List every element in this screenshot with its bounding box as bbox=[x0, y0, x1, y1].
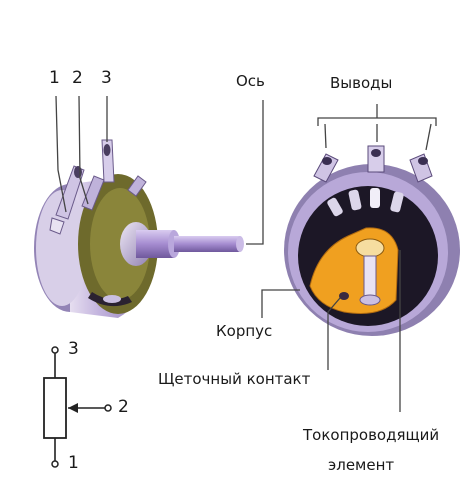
wiper-slot bbox=[355, 238, 385, 258]
brush-contact-point bbox=[339, 292, 349, 300]
schematic-resistor-body bbox=[43, 377, 67, 439]
bracket-leg-3 bbox=[425, 123, 432, 151]
potentiometer-side-view bbox=[34, 139, 244, 318]
rivet bbox=[103, 295, 121, 303]
leader-housing bbox=[261, 289, 300, 318]
leader-axis bbox=[246, 100, 264, 245]
schematic-pin-1-label: 1 bbox=[68, 453, 79, 473]
schematic-node-2 bbox=[104, 404, 112, 412]
wiper-rivet bbox=[359, 294, 381, 306]
terminals-label: Выводы bbox=[330, 74, 393, 92]
pin-3-label: 3 bbox=[101, 68, 112, 88]
brush-contact-label: Щеточный контакт bbox=[158, 370, 311, 388]
track-windows bbox=[327, 188, 404, 217]
potentiometer-front-view bbox=[284, 145, 460, 336]
leader-pin-1 bbox=[55, 95, 67, 213]
schematic-pin-3-label: 3 bbox=[68, 339, 79, 359]
side-terminal-tab bbox=[49, 217, 65, 235]
terminals-bracket bbox=[317, 104, 437, 151]
front-terminal-3 bbox=[409, 153, 433, 183]
pin-leader-lines bbox=[55, 95, 264, 245]
leader-brush bbox=[327, 297, 341, 370]
schematic-symbol bbox=[43, 346, 112, 468]
can-face-highlight bbox=[36, 190, 88, 306]
conductive-element-label-line1: Токопроводящий bbox=[303, 426, 440, 444]
wiper-arm bbox=[363, 255, 377, 301]
axis-label: Ось bbox=[236, 72, 265, 90]
schematic-pin-2-label: 2 bbox=[118, 397, 129, 417]
label-leader-lines bbox=[261, 250, 401, 412]
side-terminal-3 bbox=[101, 139, 147, 197]
shaft bbox=[174, 236, 240, 252]
front-terminal-2 bbox=[367, 145, 385, 173]
schematic-node-1 bbox=[51, 460, 59, 468]
pin-1-label: 1 bbox=[49, 68, 60, 88]
schematic-node-3 bbox=[51, 346, 59, 354]
conductive-element-label-line2: элемент bbox=[328, 456, 395, 474]
bracket-leg-1 bbox=[324, 123, 327, 149]
leader-pin-2 bbox=[78, 95, 89, 205]
housing-label: Корпус bbox=[216, 322, 273, 340]
front-terminal-1 bbox=[313, 153, 339, 183]
shaft-tip bbox=[236, 236, 244, 252]
pin-2-label: 2 bbox=[72, 68, 83, 88]
bushing bbox=[136, 230, 174, 258]
schematic-wiper-arrow-icon bbox=[68, 403, 78, 413]
